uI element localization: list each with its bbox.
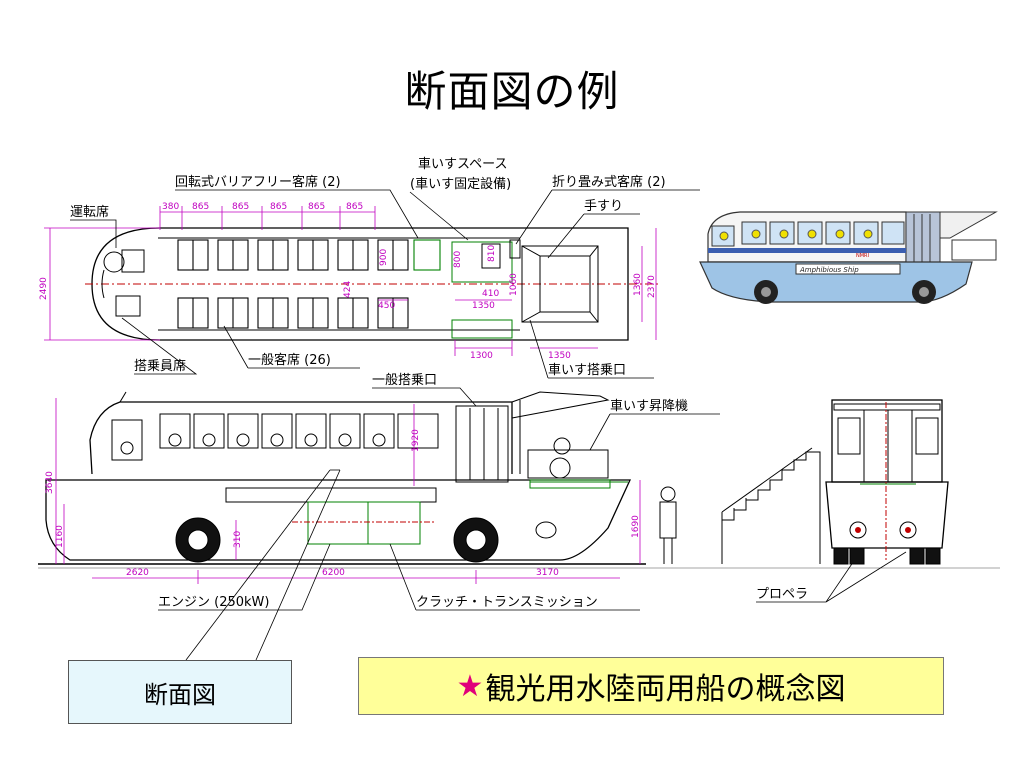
dim-top-2: 865 <box>232 202 249 212</box>
label-crew-seat: 搭乗員席 <box>134 358 186 374</box>
dim-width-right-1: 1360 <box>633 273 643 296</box>
dim-len-wheelbase: 6200 <box>322 568 345 578</box>
star-icon: ★ <box>456 668 484 704</box>
side-dimension-texts: 3640 1160 310 1920 1690 2620 6200 3170 <box>45 429 641 578</box>
side-dimensions <box>55 398 641 584</box>
label-general-entrance: 一般搭乗口 <box>372 372 437 388</box>
label-propeller: プロペラ <box>756 587 808 602</box>
dim-424: 424 <box>343 281 353 298</box>
label-wheelchair-space: 車いすスペース <box>418 157 507 172</box>
label-clutch: クラッチ・トランスミッション <box>416 595 598 610</box>
caption-text: 観光用水陸両用船の概念図 <box>485 672 846 707</box>
label-handrail: 手すり <box>584 199 623 214</box>
dim-top-4: 865 <box>308 202 325 212</box>
dim-1350-b: 1350 <box>548 351 571 361</box>
label-general-seats: 一般客席 (26) <box>248 352 331 368</box>
ship-name-text: Amphibious Ship <box>799 266 859 274</box>
dim-1300: 1300 <box>470 351 493 361</box>
dim-810: 810 <box>487 245 497 262</box>
dim-1920: 1920 <box>411 429 421 452</box>
rear-view <box>721 399 949 565</box>
dim-1060: 1060 <box>509 273 519 296</box>
label-rotating-seats: 回転式バリアフリー客席 (2) <box>175 174 341 190</box>
dim-top-1: 865 <box>192 202 209 212</box>
label-wheelchair-lift: 車いす昇降機 <box>610 399 688 414</box>
label-wheelchair-entrance: 車いす搭乗口 <box>548 362 626 378</box>
side-leaders <box>158 387 907 611</box>
side-labels: 一般搭乗口 車いす昇降機 エンジン (250kW) クラッチ・トランスミッション… <box>158 372 808 610</box>
caption: ★ 観光用水陸両用船の概念図 <box>358 657 944 715</box>
section-callout: 断面図 <box>68 660 292 724</box>
plan-labels: 回転式バリアフリー客席 (2) 車いすスペース (車いす固定設備) 折り畳み式客… <box>70 157 666 378</box>
dim-310: 310 <box>233 531 243 548</box>
dim-900: 900 <box>379 249 389 266</box>
dim-1350-a: 1350 <box>472 301 495 311</box>
dim-top-3: 865 <box>270 202 287 212</box>
dim-height-total: 3640 <box>45 471 55 494</box>
dim-len-rear: 3170 <box>536 568 559 578</box>
dim-width-left: 2490 <box>39 277 49 300</box>
page-title: 断面図の例 <box>404 67 620 116</box>
brand-mark: NMRI <box>856 253 869 259</box>
dim-top-5: 865 <box>346 202 363 212</box>
label-folding-seats: 折り畳み式客席 (2) <box>552 174 666 190</box>
plan-leaders <box>70 189 700 379</box>
ship-3d-render: Amphibious Ship NMRI <box>699 211 998 304</box>
dim-410: 410 <box>482 289 499 299</box>
dim-len-front: 2620 <box>126 568 149 578</box>
dim-height-hull: 1160 <box>55 525 65 548</box>
plan-view <box>85 227 660 341</box>
dim-450: 450 <box>378 301 395 311</box>
dim-top-0: 380 <box>162 202 179 212</box>
dim-1690: 1690 <box>631 515 641 538</box>
label-wheelchair-fixing: (車いす固定設備) <box>410 176 511 192</box>
section-callout-text: 断面図 <box>144 680 216 709</box>
side-view <box>38 391 1000 569</box>
label-driver-seat: 運転席 <box>70 204 109 220</box>
plan-dimension-texts: 380 865 865 865 865 865 2490 1360 2370 9… <box>39 202 657 361</box>
plan-dimensions <box>44 206 657 356</box>
dim-width-right-2: 2370 <box>647 275 657 298</box>
dim-800: 800 <box>453 251 463 268</box>
section-callout-lines <box>185 469 341 661</box>
label-engine: エンジン (250kW) <box>158 595 269 610</box>
